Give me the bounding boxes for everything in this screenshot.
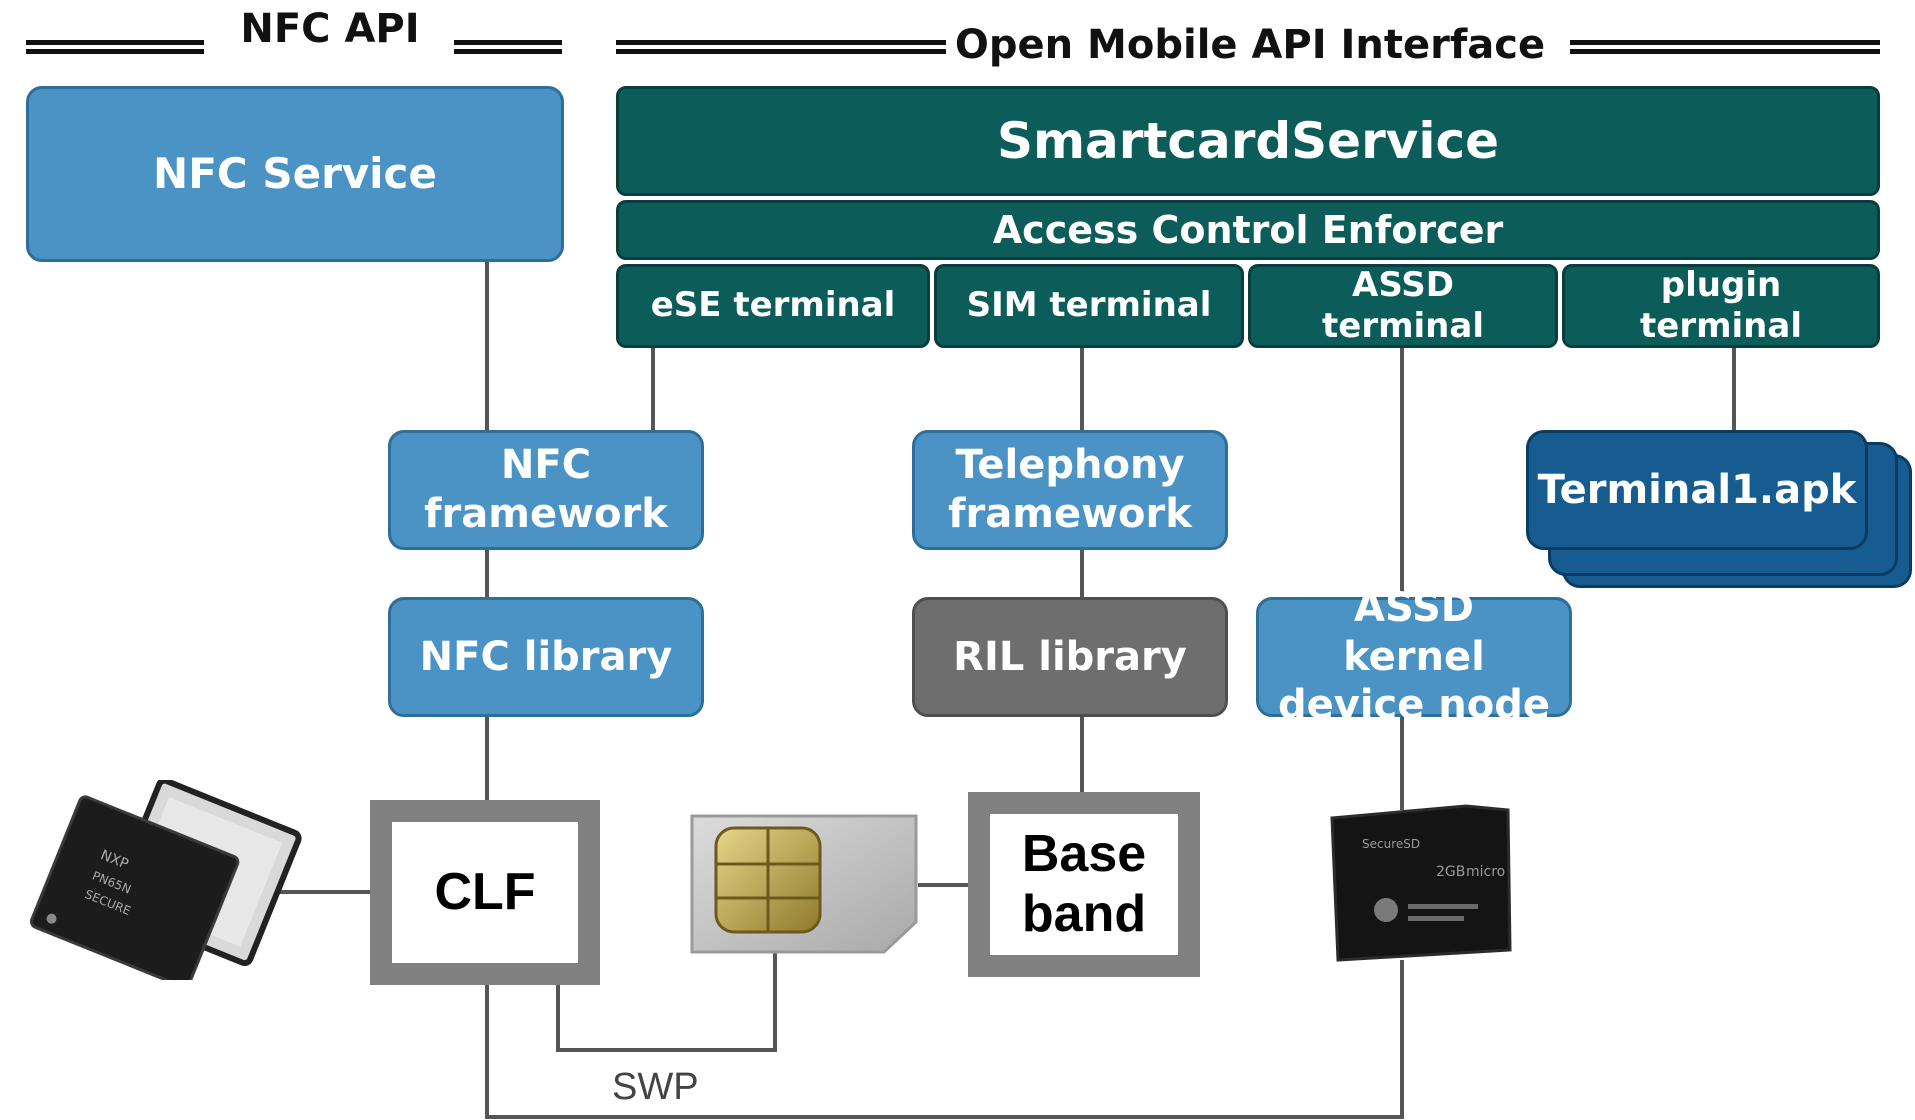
access-control-enforcer-box: Access Control Enforcer [616, 200, 1880, 260]
smartcard-service-label: SmartcardService [996, 111, 1500, 170]
sim-card-image [690, 814, 918, 954]
assd-terminal-label: ASSD terminal [1322, 264, 1484, 346]
telephony-framework-label: Telephony framework [948, 442, 1192, 537]
access-control-enforcer-label: Access Control Enforcer [992, 207, 1504, 252]
ese-terminal-label: eSE terminal [650, 285, 896, 326]
ril-library-box: RIL library [912, 597, 1228, 717]
smartcard-service-box: SmartcardService [616, 86, 1880, 196]
nfc-service-label: NFC Service [153, 149, 437, 199]
clf-box: CLF [370, 800, 600, 985]
swp-label: SWP [612, 1066, 699, 1108]
sim-terminal-label: SIM terminal [966, 285, 1212, 326]
nfc-api-rule-left [26, 40, 204, 54]
sd-text-2: 2GB [1436, 864, 1465, 880]
baseband-label: Base band [1021, 824, 1147, 943]
ese-terminal-box: eSE terminal [616, 264, 930, 348]
sd-text-1: SecureSD [1362, 837, 1420, 851]
nfc-library-label: NFC library [419, 633, 673, 680]
ril-library-label: RIL library [953, 633, 1187, 680]
nfc-api-header: NFC API [240, 6, 420, 52]
nfc-library-box: NFC library [388, 597, 704, 717]
assd-terminal-box: ASSD terminal [1248, 264, 1558, 348]
baseband-box: Base band [968, 792, 1200, 977]
open-mobile-api-header: Open Mobile API Interface [954, 22, 1546, 68]
nfc-framework-box: NFC framework [388, 430, 704, 550]
assd-kernel-label: ASSD kernel device node [1277, 584, 1551, 729]
assd-kernel-box: ASSD kernel device node [1256, 585, 1572, 728]
open-mobile-api-rule-right [1570, 40, 1880, 54]
nfc-api-rule-right [454, 40, 562, 54]
clf-label: CLF [434, 862, 536, 921]
nfc-chip-image: NXP PN65N SECURE [29, 780, 302, 980]
wire-clf-to-sd-bottom [485, 960, 1404, 1119]
nfc-service-box: NFC Service [26, 86, 564, 262]
sim-terminal-box: SIM terminal [934, 264, 1244, 348]
plugin-terminal-label: plugin terminal [1640, 264, 1802, 346]
wire-clf-to-sim-swp [556, 940, 777, 1052]
nfc-framework-label: NFC framework [424, 442, 668, 537]
secure-sd-card-image: SecureSD 2GB micro [1330, 804, 1512, 962]
telephony-framework-box: Telephony framework [912, 430, 1228, 550]
open-mobile-api-rule-left [616, 40, 946, 54]
terminal-apk-label: Terminal1.apk [1537, 466, 1857, 513]
plugin-terminal-box: plugin terminal [1562, 264, 1880, 348]
terminal-apk-box: Terminal1.apk [1526, 430, 1868, 550]
sd-text-3: micro [1466, 864, 1505, 880]
